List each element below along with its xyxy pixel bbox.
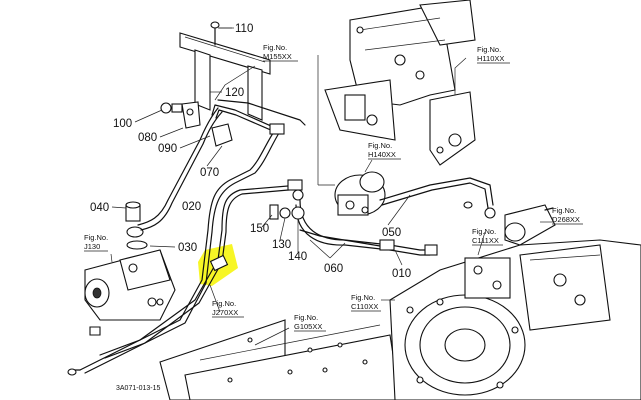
part-label-030: 030	[178, 242, 197, 254]
fig-ref-h140-code: H140XX	[368, 150, 396, 159]
fig-ref-c111-label: Fig.No.	[472, 227, 496, 236]
drawing-code: 3A071-013-15	[116, 385, 160, 392]
fig-ref-m155-label: Fig.No.	[263, 43, 287, 52]
figure-references: Fig.No. M155XX Fig.No. H110XX Fig.No. H1…	[84, 43, 583, 332]
fig-ref-g105-label: Fig.No.	[294, 313, 318, 322]
part-label-100: 100	[113, 118, 132, 130]
part-label-140: 140	[288, 251, 307, 263]
part-label-120: 120	[225, 87, 244, 99]
fig-ref-c111-code: C111XX	[472, 236, 499, 245]
fig-ref-c110-label: Fig.No.	[351, 293, 375, 302]
fig-ref-g105-code: G105XX	[294, 322, 322, 331]
pipes	[67, 99, 494, 376]
transmission-housing	[389, 239, 641, 400]
part-label-090: 090	[158, 143, 177, 155]
steering-unit	[317, 55, 386, 216]
fig-ref-j130-code: J130	[84, 242, 100, 251]
part-label-080: 080	[138, 132, 157, 144]
hydraulic-pump	[84, 226, 176, 336]
fittings	[125, 101, 496, 306]
control-bracket	[324, 0, 476, 166]
relief-valve	[504, 204, 556, 246]
fig-ref-j270-label: Fig.No.	[212, 299, 236, 308]
part-label-130: 130	[272, 239, 291, 251]
part-label-040: 040	[90, 202, 109, 214]
fig-ref-j270-code: J270XX	[212, 308, 238, 317]
part-label-150: 150	[250, 223, 269, 235]
fig-ref-h110-label: Fig.No.	[477, 45, 501, 54]
fig-ref-j130-label: Fig.No.	[84, 233, 108, 242]
top-bracket	[179, 21, 271, 121]
part-label-020: 020	[182, 201, 201, 213]
fig-ref-m155-code: M155XX	[263, 52, 292, 61]
part-label-050: 050	[382, 227, 401, 239]
part-label-010: 010	[392, 268, 411, 280]
fig-ref-h110-code: H110XX	[477, 54, 504, 63]
fig-ref-d268-code: D268XX	[552, 215, 580, 224]
part-label-070: 070	[200, 167, 219, 179]
part-label-110: 110	[235, 23, 253, 35]
leader-lines	[110, 27, 553, 346]
fig-ref-d268-label: Fig.No.	[552, 206, 576, 215]
part-labels: 110 120 100 080 090 070 040 020 030 150 …	[90, 23, 411, 280]
part-label-060: 060	[324, 263, 343, 275]
fig-ref-c110-code: C110XX	[351, 302, 378, 311]
frame-rails	[159, 319, 401, 400]
fig-ref-h140-label: Fig.No.	[368, 141, 392, 150]
